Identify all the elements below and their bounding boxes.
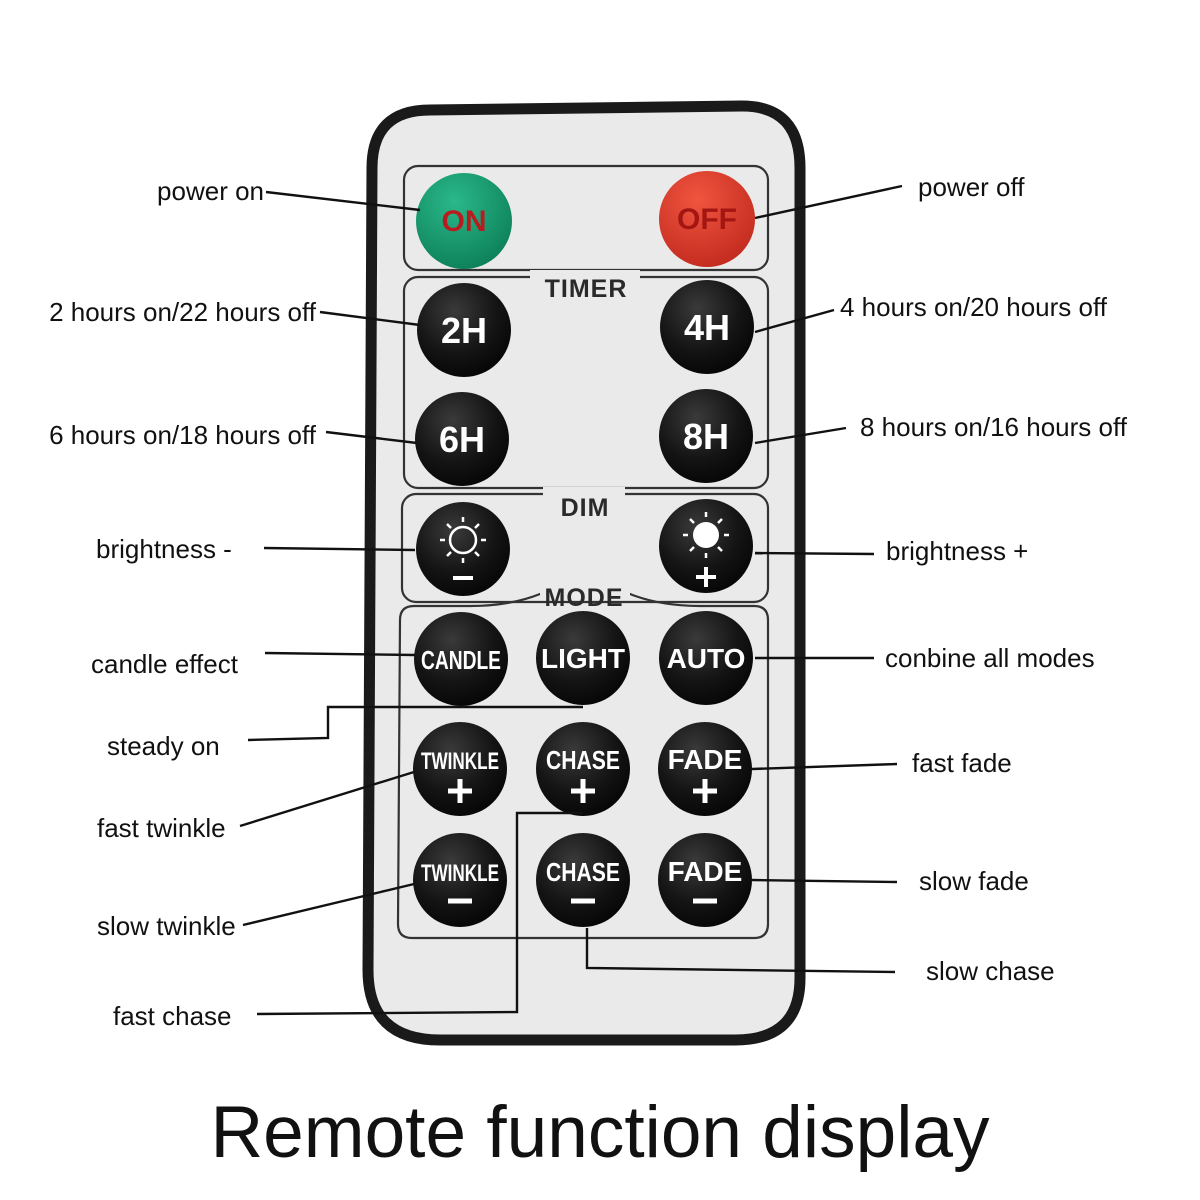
label-8h: 8 hours on/16 hours off <box>860 412 1128 442</box>
twinkle-minus-label: TWINKLE <box>421 860 499 887</box>
twinkle-minus-button[interactable]: TWINKLE <box>413 833 507 927</box>
leader-fast-fade <box>751 762 898 771</box>
chase-plus-button[interactable]: CHASE <box>536 722 630 816</box>
plus-icon <box>571 779 595 803</box>
timer-8h-button[interactable]: 8H <box>659 389 753 483</box>
leader-2h <box>319 310 421 327</box>
label-brightness-minus: brightness - <box>96 534 232 564</box>
leader-slow-fade <box>751 878 898 884</box>
label-slow-fade: slow fade <box>919 866 1029 896</box>
on-button[interactable]: ON <box>416 173 512 269</box>
label-auto: conbine all modes <box>885 643 1095 673</box>
off-button[interactable]: OFF <box>659 171 755 267</box>
sun-minus-icon <box>440 517 486 580</box>
chase-minus-label: CHASE <box>546 857 620 887</box>
leader-slow-twinkle <box>242 882 415 927</box>
fade-minus-label: FADE <box>668 856 743 887</box>
on-button-label: ON <box>442 205 487 238</box>
auto-button-label: AUTO <box>667 643 746 674</box>
chase-plus-label: CHASE <box>546 745 620 775</box>
twinkle-plus-label: TWINKLE <box>421 748 499 775</box>
timer-2h-button[interactable]: 2H <box>417 283 511 377</box>
label-fast-twinkle: fast twinkle <box>97 813 226 843</box>
timer-6h-button[interactable]: 6H <box>415 392 509 486</box>
chase-minus-button[interactable]: CHASE <box>536 833 630 927</box>
candle-button-label: CANDLE <box>421 645 501 675</box>
leader-4h <box>754 308 835 334</box>
label-6h: 6 hours on/18 hours off <box>49 420 317 450</box>
callout-labels: power on power off 2 hours on/22 hours o… <box>49 172 1128 1031</box>
brightness-down-button[interactable] <box>416 502 510 596</box>
leader-lines <box>239 184 903 1016</box>
leader-power-off <box>754 184 903 220</box>
label-power-on: power on <box>157 176 264 206</box>
label-power-off: power off <box>918 172 1025 202</box>
label-brightness-plus: brightness + <box>886 536 1028 566</box>
leader-power-on <box>265 190 421 212</box>
twinkle-plus-button[interactable]: TWINKLE <box>413 722 507 816</box>
leader-8h <box>754 426 847 445</box>
timer-4h-label: 4H <box>684 307 730 348</box>
fade-plus-label: FADE <box>668 744 743 775</box>
timer-4h-button[interactable]: 4H <box>660 280 754 374</box>
mode-section-title: MODE <box>545 584 624 612</box>
timer-6h-label: 6H <box>439 419 485 460</box>
off-button-label: OFF <box>677 203 737 236</box>
label-slow-twinkle: slow twinkle <box>97 911 236 941</box>
label-2h: 2 hours on/22 hours off <box>49 297 317 327</box>
leader-fast-twinkle <box>239 770 415 828</box>
candle-button[interactable]: CANDLE <box>414 612 508 706</box>
label-4h: 4 hours on/20 hours off <box>840 292 1108 322</box>
leader-slow-chase <box>585 928 896 974</box>
leader-brightness-plus <box>754 551 875 556</box>
timer-section-title: TIMER <box>545 275 628 303</box>
sun-plus-icon <box>683 512 729 587</box>
timer-8h-label: 8H <box>683 416 729 457</box>
label-steady: steady on <box>107 731 220 761</box>
leader-steady <box>247 705 583 742</box>
leader-fast-chase <box>256 811 583 1016</box>
mode-panel <box>396 592 770 940</box>
plus-icon <box>448 779 472 803</box>
label-candle: candle effect <box>91 649 239 679</box>
light-button-label: LIGHT <box>541 643 625 674</box>
leader-candle <box>264 651 416 657</box>
fade-minus-button[interactable]: FADE <box>658 833 752 927</box>
label-fast-chase: fast chase <box>113 1001 232 1031</box>
label-slow-chase: slow chase <box>926 956 1055 986</box>
leader-brightness-minus <box>263 546 416 552</box>
auto-button[interactable]: AUTO <box>659 611 753 705</box>
timer-2h-label: 2H <box>441 310 487 351</box>
brightness-up-button[interactable] <box>659 499 753 593</box>
fade-plus-button[interactable]: FADE <box>658 722 752 816</box>
leader-6h <box>325 430 418 445</box>
plus-icon <box>693 779 717 803</box>
main-title: Remote function display <box>210 1092 990 1173</box>
light-button[interactable]: LIGHT <box>536 611 630 705</box>
label-fast-fade: fast fade <box>912 748 1012 778</box>
dim-section-title: DIM <box>561 494 610 522</box>
